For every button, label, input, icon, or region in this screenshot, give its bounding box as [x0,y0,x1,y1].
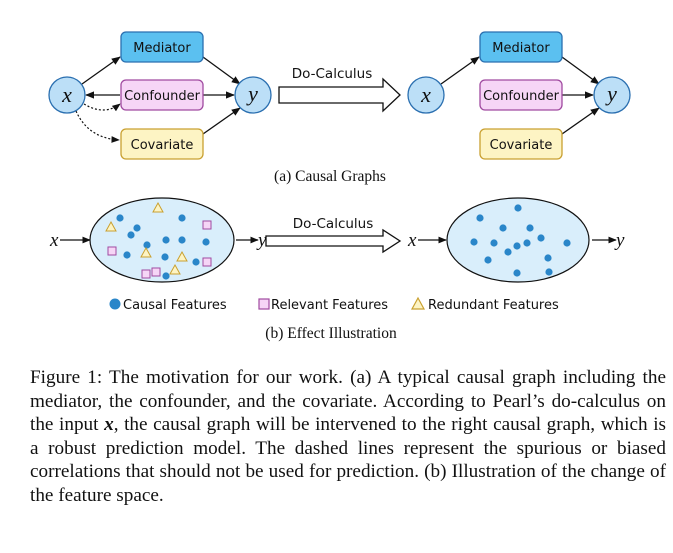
effect-input-x-right: x [407,230,417,251]
caption-suffix: , the causal graph will be intervened to… [30,414,666,506]
causal-feature-point [545,268,553,276]
causal-feature-point [127,231,135,239]
causal-feature-point [143,241,151,249]
legend: Causal Features Relevant Features Redund… [109,296,559,313]
caption-prefix: Figure 1: The motivation for our work. (… [30,367,666,435]
node-x-right [407,76,445,114]
covariate-right-label: Covariate [490,138,553,153]
causal-feature-point [484,256,492,264]
node-y [234,76,272,114]
node-x-label: x [61,82,72,107]
mediator-right-label: Mediator [492,41,550,56]
causal-feature-point [162,236,170,244]
dashed-edge-x-confounder [83,103,121,112]
causal-feature-point [526,224,534,232]
node-x [48,76,86,114]
left-feature-points [105,201,212,280]
causal-feature-point [178,236,186,244]
hollow-arrow-icon-b [265,228,402,254]
causal-feature-point [470,238,478,246]
relevant-feature-point [202,220,212,230]
subcaption-a: (a) Causal Graphs [274,168,386,185]
effect-input-x: x [49,230,59,251]
causal-graph-left: x Mediator Confounder Covariate y [48,31,272,160]
confounder-right-label: Confounder [483,89,560,104]
effect-output-y-right: y [614,230,625,251]
relevant-feature-point [202,257,212,267]
causal-feature-point [202,238,210,246]
legend-relevant-label: Relevant Features [271,298,388,313]
edge-mediator-y-right [561,56,600,85]
relevant-feature-icon [258,298,270,310]
redundant-feature-point [140,246,152,258]
relevant-feature-point [141,269,151,279]
relevant-feature-point [151,267,161,277]
edge-x-mediator-right [440,56,480,85]
node-y-right [593,76,631,114]
causal-feature-point [123,251,131,259]
right-feature-points [470,204,571,277]
causal-feature-point [563,239,571,247]
effect-left: x y [49,197,267,283]
causal-feature-point [513,269,521,277]
causal-feature-point [192,258,200,266]
edge-covariate-y-right [561,107,600,135]
redundant-feature-point [176,250,188,262]
edge-mediator-y [202,56,241,85]
effect-right: x y [407,197,625,283]
mediator-box-right [479,31,563,63]
effect-output-y-left: y [256,230,267,251]
edge-x-mediator [81,56,121,85]
relevant-feature-point [107,246,117,256]
causal-feature-point [504,248,512,256]
caption-math-x: x [104,414,114,435]
do-calculus-label-b: Do-Calculus [293,216,374,232]
mediator-label: Mediator [133,41,191,56]
redundant-feature-point [169,263,181,275]
redundant-feature-icon [410,296,426,310]
causal-feature-point [544,254,552,262]
hollow-arrow-icon [278,77,401,113]
causal-feature-icon [109,298,121,310]
covariate-box [120,128,204,160]
node-y-label: y [246,81,258,106]
figure-1: x Mediator Confounder Covariate y Do-Cal… [48,31,631,342]
causal-feature-point [178,214,186,222]
confounder-box [120,79,204,111]
causal-feature-point [499,224,507,232]
causal-feature-point [513,242,521,250]
causal-feature-point [162,272,170,280]
causal-graph-right: x Mediator Confounder Covariate y [407,31,631,160]
causal-feature-point [490,239,498,247]
legend-redundant-label: Redundant Features [428,298,559,313]
redundant-feature-point [105,220,117,232]
causal-feature-point [514,204,522,212]
covariate-box-right [479,128,563,160]
edge-covariate-y [202,107,241,135]
do-calculus-label-a: Do-Calculus [292,66,373,82]
node-x-right-label: x [420,82,431,107]
legend-causal-label: Causal Features [123,298,227,313]
causal-feature-point [537,234,545,242]
covariate-label: Covariate [131,138,194,153]
dashed-edge-x-covariate [75,110,120,143]
subcaption-b: (b) Effect Illustration [265,325,397,342]
causal-feature-point [523,239,531,247]
redundant-feature-point [152,201,164,213]
do-calculus-arrow-b: Do-Calculus [265,216,402,254]
confounder-label: Confounder [124,89,201,104]
causal-feature-point [133,224,141,232]
mediator-box [120,31,204,63]
do-calculus-arrow-a: Do-Calculus [278,66,401,113]
node-y-right-label: y [605,81,617,106]
causal-feature-point [476,214,484,222]
figure-caption: Figure 1: The motivation for our work. (… [30,366,666,507]
causal-feature-point [116,214,124,222]
confounder-box-right [479,79,563,111]
causal-feature-point [161,253,169,261]
